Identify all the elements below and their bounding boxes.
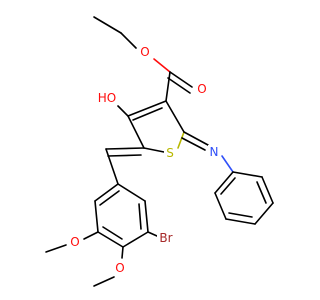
bond-c2-double-n-b <box>181 137 206 151</box>
bond-ar-br <box>147 231 158 237</box>
hydroxyl-label: HO <box>98 91 116 105</box>
bond-ph-6 <box>214 171 234 194</box>
bromine-label: Br <box>159 231 172 245</box>
bond-c2-double-n-a <box>183 131 209 146</box>
bond-ethyl-ch2-o <box>120 32 137 49</box>
bond-o-left-methyl <box>45 244 67 253</box>
bond-c3-c4-a <box>127 100 167 117</box>
bond-ph-1 <box>232 171 263 178</box>
bond-ph-3 <box>254 202 274 225</box>
bond-ar-o-bottom <box>121 246 124 259</box>
bond-carbonyl-c-double-o-b <box>167 77 191 94</box>
bond-ar-3b <box>102 226 123 240</box>
bond-c5-double-ch-a <box>105 147 145 150</box>
ester-ether-oxygen-label: O <box>140 45 149 59</box>
ring-sulfur-label: S <box>166 146 174 160</box>
bond-c2-c3 <box>165 100 185 133</box>
bond-c5-double-ch-b <box>107 154 142 157</box>
bonds <box>45 16 274 287</box>
bond-ar-3 <box>97 231 124 248</box>
bond-ar-o-left <box>83 231 99 240</box>
bond-ph-4b <box>228 212 253 218</box>
bond-c4-oh <box>117 105 129 117</box>
bond-ph-2 <box>261 176 274 204</box>
imine-nitrogen: N <box>208 145 220 159</box>
bond-ch-aryl <box>105 148 119 185</box>
imine-nitrogen-label: N <box>210 145 219 159</box>
bond-c4-c5 <box>127 115 145 149</box>
bond-o-carbonyl-c <box>153 58 171 73</box>
ester-carbonyl-oxygen-label: O <box>197 82 206 96</box>
bond-ar-5 <box>144 200 149 233</box>
ester-ether-oxygen: O <box>139 45 151 59</box>
ring-sulfur: S <box>164 146 176 160</box>
bond-ar-6 <box>117 183 146 202</box>
methoxy-oxygen-bottom: O <box>114 261 126 275</box>
bond-c5-s <box>143 147 165 153</box>
bond-c3-c4-b <box>132 107 163 121</box>
bond-carbonyl-c-double-o-a <box>169 71 193 88</box>
atom-labels: O O HO S N Br O O <box>69 45 220 275</box>
hydroxyl-group: HO <box>97 91 117 105</box>
bromine-atom: Br <box>157 231 175 245</box>
bond-ph-6b <box>220 177 236 195</box>
methoxy-oxygen-left-label: O <box>70 235 79 249</box>
bond-ar-5b <box>138 203 142 230</box>
bond-ar-1 <box>94 183 119 202</box>
methoxy-oxygen-left: O <box>69 235 81 249</box>
bond-carbonyl-c-ring-c3 <box>165 71 171 102</box>
chemical-structure: O O HO S N Br O O <box>45 16 274 287</box>
bond-ar-4 <box>122 231 149 248</box>
bond-o-bottom-methyl <box>93 276 115 287</box>
bond-ethyl-ch3 <box>93 16 122 34</box>
methoxy-oxygen-bottom-label: O <box>115 261 124 275</box>
bond-ph-4 <box>225 218 256 225</box>
bond-ph-2b <box>256 181 267 204</box>
bond-ar-2 <box>94 200 99 233</box>
bond-ph-5 <box>214 192 227 220</box>
bond-n-phenyl <box>221 155 234 173</box>
bond-s-c2 <box>177 131 185 149</box>
bond-ar-1b <box>99 190 120 206</box>
ester-carbonyl-oxygen: O <box>196 82 208 96</box>
